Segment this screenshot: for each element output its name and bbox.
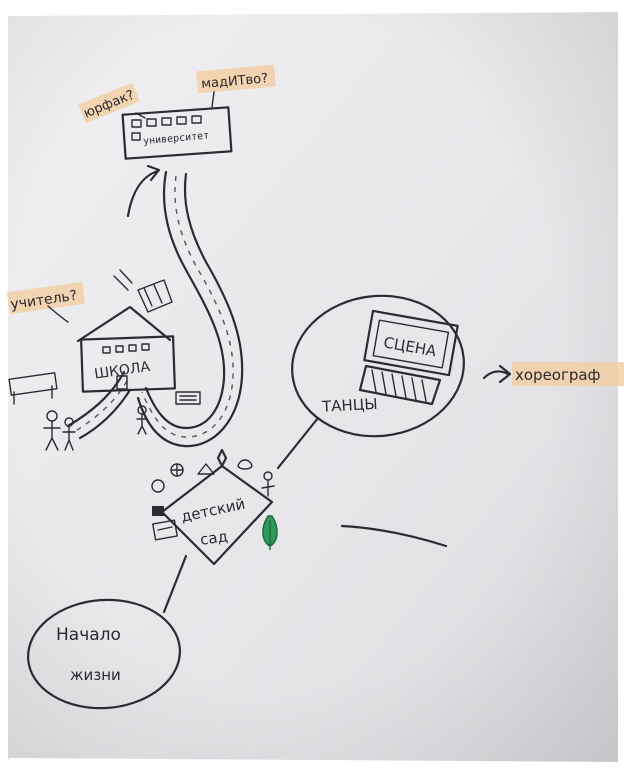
stage-icon xyxy=(358,309,459,406)
choreography-arrow xyxy=(482,370,510,380)
school-building xyxy=(76,305,176,393)
books-icon xyxy=(113,269,173,313)
life-start-bubble xyxy=(26,598,182,710)
dances-label: ТАНЦЫ xyxy=(321,395,378,416)
dance-bubble xyxy=(291,294,465,438)
stray-stroke xyxy=(340,524,448,548)
law-faculty-highlight xyxy=(78,82,140,124)
life-start-label-line2: жизни xyxy=(70,666,121,684)
sign-icon xyxy=(8,372,58,405)
kindergarten-toys-icons xyxy=(151,448,275,541)
school-label: ШКОЛА xyxy=(93,359,151,383)
master-highlight xyxy=(196,64,276,94)
university-building xyxy=(121,106,233,160)
connector-kindergarten-life xyxy=(162,554,188,614)
small-sign-icon xyxy=(175,391,201,405)
winding-road xyxy=(66,170,244,448)
connector-kindergarten-dance xyxy=(276,416,320,470)
family-figures-icon xyxy=(43,405,148,451)
kindergarten-label-line2: сад xyxy=(199,527,229,549)
choreography-label: хореограф xyxy=(515,366,600,384)
tree-icon xyxy=(262,515,278,550)
teacher-highlight xyxy=(6,281,86,315)
master-label: мадИТво? xyxy=(201,71,269,92)
choreography-highlight xyxy=(512,362,624,386)
path-arrow xyxy=(126,169,160,218)
life-start-label-line1: Начало xyxy=(56,625,121,645)
kindergarten-box xyxy=(160,464,274,566)
